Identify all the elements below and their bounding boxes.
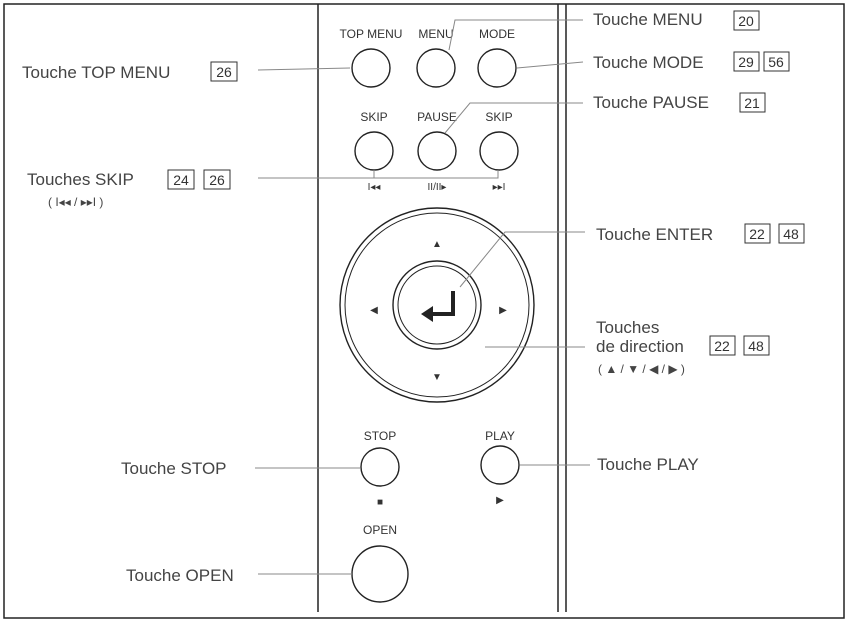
skip-next-button[interactable]: [479, 131, 519, 171]
mode-button[interactable]: [477, 48, 517, 88]
skip-leader: [258, 170, 499, 179]
callout-stop-text: Touche STOP: [121, 459, 227, 478]
callout-skip-ref-1: 24: [173, 172, 189, 188]
callout-enter-ref-1: 22: [749, 226, 765, 242]
open-label: OPEN: [363, 523, 397, 537]
menu-button[interactable]: [416, 48, 456, 88]
top-menu-button[interactable]: [351, 48, 391, 88]
ref-box: [709, 335, 736, 356]
callout-mode-text: Touche MODE: [593, 53, 704, 72]
ref-box: [210, 61, 238, 82]
enter-arrow-icon: [421, 291, 455, 322]
ref-box: [744, 223, 771, 244]
callout-top-menu: Touche TOP MENU 26: [22, 61, 238, 82]
callout-pause: Touche PAUSE 21: [593, 92, 766, 113]
skip-prev-symbol: I◂◂: [368, 182, 381, 193]
stop-button[interactable]: [360, 447, 400, 487]
play-button[interactable]: [480, 445, 520, 485]
callout-direction-ref-2: 48: [748, 338, 764, 354]
callout-enter: Touche ENTER 22 48: [596, 223, 805, 244]
ref-box: [743, 335, 770, 356]
callout-direction-sub: ( ▲ / ▼ / ◀ / ▶ ): [598, 362, 685, 376]
stop-symbol: ■: [377, 497, 383, 508]
callout-skip-ref-2: 26: [209, 172, 225, 188]
mode-leader: [516, 61, 584, 69]
pause-label: PAUSE: [417, 110, 457, 124]
top-menu-label: TOP MENU: [340, 27, 403, 41]
callout-direction-ref-1: 22: [714, 338, 730, 354]
callout-skip-text: Touches SKIP: [27, 170, 134, 189]
callout-direction-line2: de direction: [596, 337, 684, 356]
callout-pause-text: Touche PAUSE: [593, 93, 709, 112]
enter-button[interactable]: [392, 260, 482, 350]
ref-box: [733, 51, 760, 72]
callout-skip-sub: ( I◂◂ / ▸▸I ): [48, 195, 103, 209]
right-arrow-icon[interactable]: ▶: [499, 305, 507, 316]
ref-box: [739, 92, 766, 113]
callout-menu-ref: 20: [738, 13, 754, 29]
pause-leader: [444, 102, 583, 134]
up-arrow-icon[interactable]: ▲: [432, 239, 442, 250]
callout-mode: Touche MODE 29 56: [593, 51, 790, 72]
callout-menu-text: Touche MENU: [593, 10, 703, 29]
callout-top-menu-text: Touche TOP MENU: [22, 63, 170, 82]
left-arrow-icon[interactable]: ◀: [370, 305, 378, 316]
callout-open-text: Touche OPEN: [126, 566, 234, 585]
play-symbol: ▶: [496, 495, 504, 506]
pause-button[interactable]: [417, 131, 457, 171]
callout-mode-ref-2: 56: [768, 54, 784, 70]
callout-pause-ref: 21: [744, 95, 760, 111]
callout-play-text: Touche PLAY: [597, 455, 699, 474]
ref-box: [167, 169, 195, 190]
ref-box: [778, 223, 805, 244]
skip-next-label: SKIP: [485, 110, 512, 124]
callout-skip: Touches SKIP 24 26 ( I◂◂ / ▸▸I ): [27, 169, 231, 209]
pause-symbol: II/II▸: [428, 182, 447, 193]
menu-leader: [448, 19, 583, 51]
callout-direction-line1: Touches: [596, 318, 659, 337]
menu-label: MENU: [418, 27, 453, 41]
stop-label: STOP: [364, 429, 396, 443]
mode-label: MODE: [479, 27, 515, 41]
skip-prev-label: SKIP: [360, 110, 387, 124]
enter-leader: [459, 231, 585, 288]
outer-frame: [3, 3, 845, 619]
down-arrow-icon[interactable]: ▼: [432, 372, 442, 383]
ref-box: [733, 10, 760, 31]
callout-enter-ref-2: 48: [783, 226, 799, 242]
ref-box: [763, 51, 790, 72]
skip-next-symbol: ▸▸I: [493, 182, 506, 193]
open-button[interactable]: [351, 545, 409, 603]
callout-menu: Touche MENU 20: [593, 10, 760, 31]
direction-ring-inner: [344, 212, 530, 398]
callout-direction: Touches de direction 22 48 ( ▲ / ▼ / ◀ /…: [596, 318, 770, 376]
skip-prev-button[interactable]: [354, 131, 394, 171]
top-menu-leader: [257, 67, 351, 71]
callout-mode-ref-1: 29: [738, 54, 754, 70]
play-label: PLAY: [485, 429, 515, 443]
callout-top-menu-ref: 26: [216, 64, 232, 80]
callout-enter-text: Touche ENTER: [596, 225, 713, 244]
enter-button-inner-ring: [397, 265, 477, 345]
ref-box: [203, 169, 231, 190]
